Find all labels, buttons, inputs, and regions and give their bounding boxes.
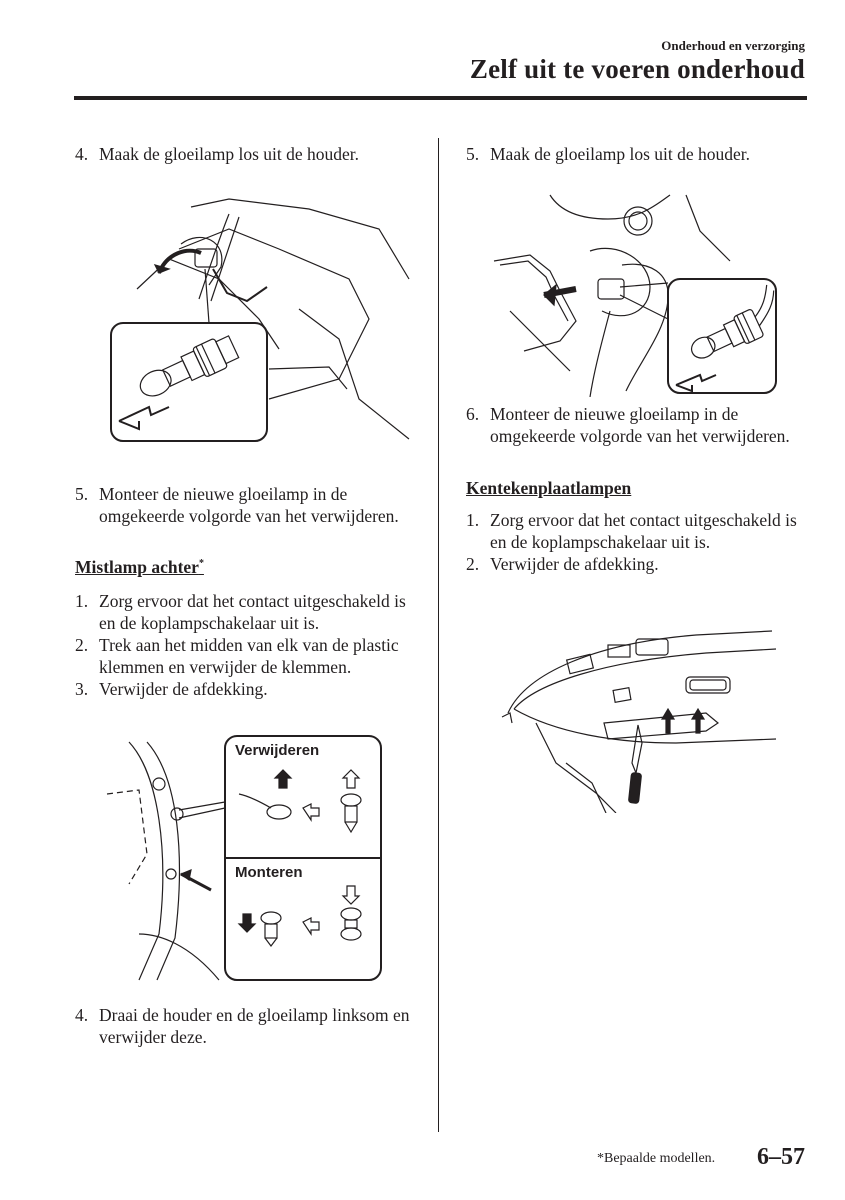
step-number: 2. <box>75 634 89 655</box>
step-text: Verwijder de afdekking. <box>99 678 268 699</box>
step-remove-bulb: 5. Maak de gloeilamp los uit de houder. <box>466 143 806 165</box>
label-remove: Verwijderen <box>235 741 320 759</box>
step-number: 4. <box>75 1004 89 1025</box>
step-number: 4. <box>75 144 89 164</box>
step-install-new-bulb: 5. Monteer de nieuwe gloeilamp in de omg… <box>75 483 420 527</box>
figure-clip-removal: Verwijderen Monteren <box>99 734 385 984</box>
step-text: Monteer de nieuwe gloeilamp in de omgeke… <box>490 404 790 446</box>
list-item: 1. Zorg ervoor dat het contact uitgescha… <box>75 590 420 634</box>
step-text: Verwijder de afdekking. <box>490 554 659 574</box>
step-number: 6. <box>466 404 480 424</box>
header-section: Onderhoud en verzorging <box>661 38 805 53</box>
page-title: Zelf uit te voeren onderhoud <box>469 54 805 84</box>
step-number: 1. <box>466 510 480 530</box>
step-install-new-bulb: 6. Monteer de nieuwe gloeilamp in de omg… <box>466 403 806 447</box>
section-title-text: Mistlamp achter <box>75 556 199 577</box>
step-text: Monteer de nieuwe gloeilamp in de omgeke… <box>99 484 399 526</box>
step-text: Maak de gloeilamp los uit de houder. <box>99 144 360 164</box>
section-title-rear-fog-lamp: Mistlamp achter* <box>75 553 420 578</box>
list-item: 3. Verwijder de afdekking. <box>75 678 420 700</box>
column-divider <box>438 138 439 1132</box>
footnote-mark: * <box>198 558 204 569</box>
step-number: 5. <box>466 144 480 164</box>
list-item: 2. Verwijder de afdekking. <box>466 553 806 575</box>
figure-bulb-holder-left <box>109 189 415 445</box>
step-number: 3. <box>75 678 89 699</box>
step-number: 2. <box>466 554 480 574</box>
left-column: 4. Maak de gloeilamp los uit de houder. <box>75 143 420 1048</box>
step-number: 1. <box>75 590 89 611</box>
step-number: 5. <box>75 484 89 504</box>
page-number: 6–57 <box>757 1144 805 1170</box>
right-column: 5. Maak de gloeilamp los uit de houder. <box>466 143 806 813</box>
list-item: 2. Trek aan het midden van elk van de pl… <box>75 634 420 678</box>
footnote: *Bepaalde modellen. <box>597 1151 716 1166</box>
figure-bulb-holder-right <box>490 191 780 397</box>
label-install: Monteren <box>235 863 303 881</box>
list-item: 1. Zorg ervoor dat het contact uitgescha… <box>466 509 806 553</box>
step-text: Maak de gloeilamp los uit de houder. <box>490 144 751 164</box>
step-turn-holder: 4. Draai de houder en de gloeilamp links… <box>75 1004 420 1048</box>
section-title-license-plate-lamps: Kentekenplaatlampen <box>466 478 632 498</box>
header-rule <box>74 96 807 100</box>
figure-license-plate-cover <box>496 613 782 813</box>
step-text: Zorg ervoor dat het contact uitgeschakel… <box>490 510 797 552</box>
step-text: Trek aan het midden van elk van de plast… <box>99 634 399 677</box>
step-text: Draai de houder en de gloeilamp linksom … <box>99 1004 410 1047</box>
step-remove-bulb: 4. Maak de gloeilamp los uit de houder. <box>75 143 420 165</box>
step-text: Zorg ervoor dat het contact uitgeschakel… <box>99 590 406 633</box>
